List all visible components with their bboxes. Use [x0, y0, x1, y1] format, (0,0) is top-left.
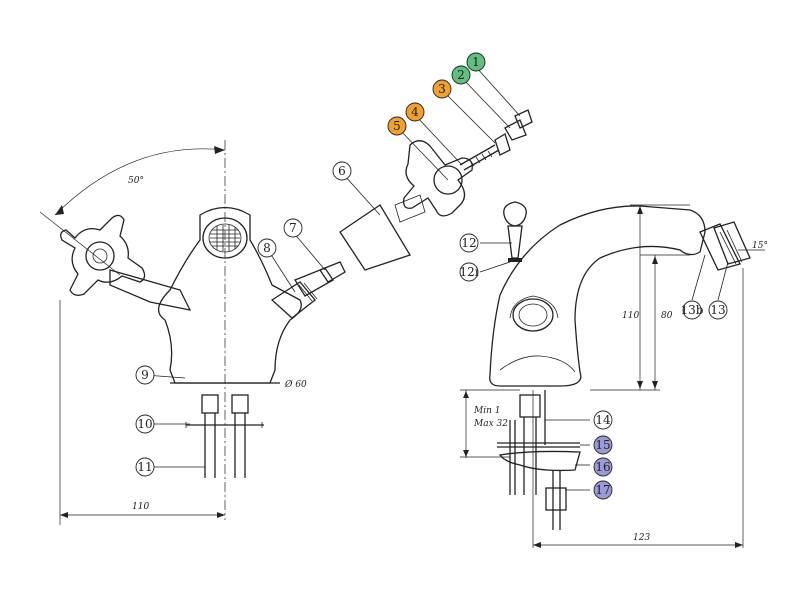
- min-dimension: Min 1: [473, 406, 500, 416]
- diameter-dimension: Ø 60: [284, 379, 307, 390]
- callout-circle-8: [257, 238, 277, 258]
- aerator-mesh: [210, 225, 240, 251]
- callout-8: 8: [257, 238, 277, 258]
- callout-circle-13: [708, 300, 728, 320]
- part-1-indicator: [514, 109, 533, 129]
- callout-circle-9: [135, 365, 155, 385]
- angle-dimension: 50°: [128, 176, 144, 186]
- callout-label-12i: 12i: [459, 265, 478, 279]
- callout-label-10: 10: [137, 417, 152, 431]
- angle-arc: [54, 148, 226, 216]
- callout-label-7: 7: [289, 221, 297, 235]
- part-5-handle-hub: [433, 165, 463, 195]
- callout-circle-12i: [459, 262, 479, 282]
- callout-15: 15: [593, 435, 613, 455]
- callout-circle-16: [593, 457, 613, 477]
- callout-label-9: 9: [141, 368, 149, 382]
- part-6-sleeve: [339, 204, 411, 271]
- callout-17: 17: [593, 480, 613, 500]
- callout-13b: 13b: [681, 300, 704, 320]
- callout-circle-4: [405, 102, 425, 122]
- callout-7: 7: [283, 218, 303, 238]
- callout-circle-14: [593, 410, 613, 430]
- callout-14: 14: [593, 410, 613, 430]
- callout-label-5: 5: [393, 119, 401, 133]
- callout-circle-5: [387, 116, 407, 136]
- callout-13: 13: [708, 300, 728, 320]
- width-right-dimension: 123: [633, 533, 650, 543]
- callout-label-13b: 13b: [681, 303, 704, 317]
- callout-label-1: 1: [472, 55, 480, 69]
- aerator-top: [202, 217, 248, 259]
- spout-nozzle: [699, 221, 765, 271]
- spout-body: [489, 205, 706, 387]
- callout-label-3: 3: [438, 82, 446, 96]
- height-right-dimension: 110: [622, 311, 639, 321]
- height-inner-dimension: 80: [661, 311, 673, 321]
- right-front-view: 15° 110 80: [460, 201, 768, 548]
- callout-circle-17: [593, 480, 613, 500]
- callout-label-4: 4: [411, 105, 419, 119]
- pop-up-rod: [507, 225, 523, 259]
- callout-label-16: 16: [595, 460, 610, 474]
- callout-5: 5: [387, 116, 407, 136]
- angle-arrow-left: [55, 205, 64, 215]
- callout-label-14: 14: [595, 413, 611, 427]
- angle-leg-line: [39, 211, 121, 276]
- callout-10: 10: [135, 414, 155, 434]
- pop-up-ring: [508, 258, 522, 262]
- callout-label-13: 13: [710, 303, 725, 317]
- callout-circle-6: [332, 161, 352, 181]
- callout-11: 11: [135, 457, 155, 477]
- callout-circle-7: [283, 218, 303, 238]
- callout-label-8: 8: [263, 241, 271, 255]
- left-handle-stem: [109, 269, 192, 311]
- callout-label-2: 2: [457, 68, 465, 82]
- callout-circle-13b: [682, 300, 702, 320]
- max-dimension: Max 32: [473, 419, 508, 429]
- angle-arrow-right: [214, 146, 225, 154]
- callout-label-11: 11: [137, 460, 152, 474]
- left-mixer-body: [158, 206, 302, 384]
- tilt-dimension: 15°: [752, 241, 768, 251]
- callout-label-12: 12: [461, 236, 476, 250]
- exploded-handle-parts: [144, 66, 533, 468]
- callout-16: 16: [593, 457, 613, 477]
- left-side-view: 50°: [39, 140, 346, 525]
- part-3-screw: [459, 144, 496, 166]
- callout-6: 6: [332, 161, 352, 181]
- callout-12i: 12i: [459, 262, 479, 282]
- callout-9: 9: [135, 365, 155, 385]
- callout-circle-1: [466, 52, 486, 72]
- callout-circle-2: [451, 65, 471, 85]
- callout-circle-3: [432, 79, 452, 99]
- callout-label-15: 15: [595, 438, 610, 452]
- callout-4: 4: [405, 102, 425, 122]
- part-5-cross-handle: [403, 140, 473, 217]
- left-cross-handle: [60, 214, 146, 296]
- callout-2: 2: [451, 65, 471, 85]
- right-mounting-parts: [497, 390, 581, 530]
- callout-1: 1: [466, 52, 486, 72]
- callout-circle-12: [459, 233, 479, 253]
- callout-circle-10: [135, 414, 155, 434]
- callout-label-6: 6: [338, 164, 346, 178]
- width-left-dimension: 110: [132, 502, 149, 512]
- spout-center-hole: [512, 298, 554, 332]
- callout-circle-11: [135, 457, 155, 477]
- pop-up-knob: [503, 201, 527, 227]
- part-2-cap: [504, 119, 527, 141]
- callout-12: 12: [459, 233, 479, 253]
- callout-circle-15: [593, 435, 613, 455]
- callout-label-17: 17: [595, 483, 610, 497]
- callout-3: 3: [432, 79, 452, 99]
- left-right-valve: [270, 261, 346, 319]
